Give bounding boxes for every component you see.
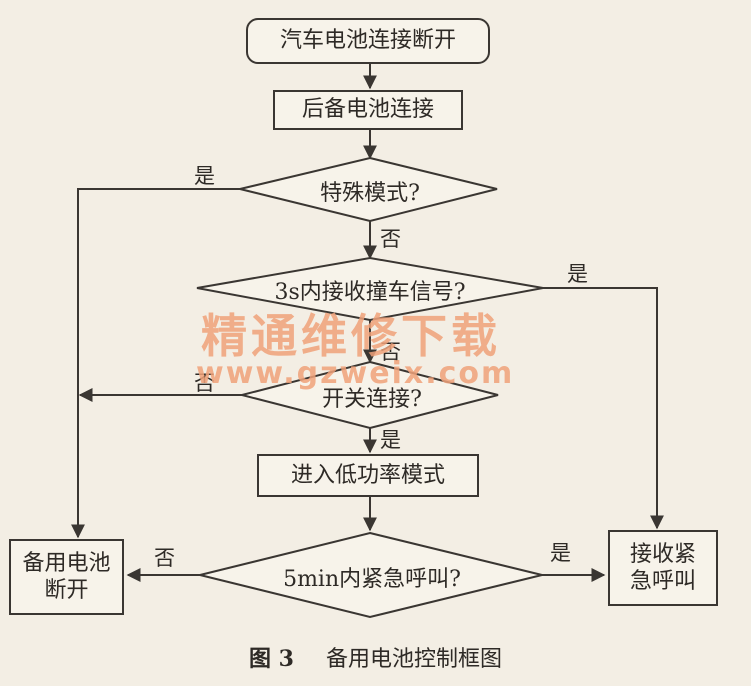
decision-special-mode: [239, 156, 498, 223]
edge-label-switch-yes: 是: [380, 428, 401, 452]
arrow-crash-yes: [543, 287, 664, 530]
edge-label-call-no: 否: [154, 546, 175, 570]
special-mode-text: 特殊模式?: [320, 181, 420, 206]
crash-signal-text: 3s内接收撞车信号?: [274, 280, 466, 305]
edge-label-special-yes: 是: [194, 164, 215, 188]
edge-label-call-yes: 是: [550, 541, 571, 565]
start-label: 汽车电池连接断开: [279, 28, 456, 54]
backup-disconnect-box: 备用电池断开: [9, 539, 124, 615]
start-terminal: 汽车电池连接断开: [246, 18, 490, 64]
decision-emergency-call: [199, 531, 543, 619]
figure-title: 备用电池控制框图: [325, 647, 502, 672]
receive-call-label: 接收紧急呼叫: [629, 541, 696, 595]
low-power-box: 进入低功率模式: [257, 454, 479, 497]
backup-connect-box: 后备电池连接: [273, 90, 463, 130]
edge-label-crash-no: 否: [380, 340, 401, 364]
edge-label-special-no: 否: [380, 227, 401, 251]
edge-label-switch-no: 否: [194, 371, 215, 395]
low-power-label: 进入低功率模式: [290, 462, 445, 488]
backup-connect-label: 后备电池连接: [301, 97, 434, 123]
switch-connect-text: 开关连接?: [322, 387, 422, 412]
figure-number: 图 3: [249, 646, 294, 672]
figure-caption: 图 3 备用电池控制框图: [249, 641, 502, 673]
arrow-special-yes: [71, 188, 240, 539]
edge-label-crash-yes: 是: [567, 262, 588, 286]
receive-call-box: 接收紧急呼叫: [608, 530, 718, 606]
emergency-call-text: 5min内紧急呼叫?: [283, 567, 461, 592]
decision-crash-signal: [196, 256, 544, 322]
backup-disconnect-label: 备用电池断开: [22, 550, 111, 604]
decision-switch-connect: [241, 360, 499, 430]
